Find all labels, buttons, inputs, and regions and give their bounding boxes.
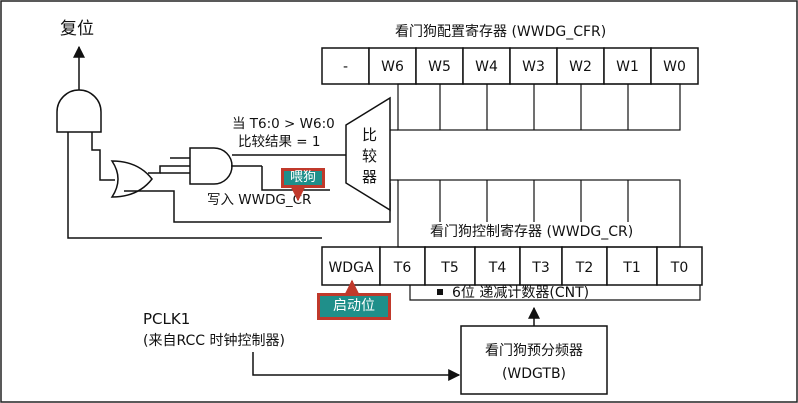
cr-bit-label: T3 <box>531 260 549 276</box>
cfr-bit-label: W6 <box>381 59 404 75</box>
cfr-bit-label: W2 <box>569 59 592 75</box>
cfr-register: - W6 W5 W4 W3 W2 W1 W0 <box>321 47 699 85</box>
prescaler-title: 看门狗预分频器 <box>485 343 583 359</box>
pclk-label: PCLK1 <box>143 310 190 328</box>
cr-bus-frame <box>397 179 681 248</box>
cr-bit-label: T6 <box>393 260 412 276</box>
cfr-bus-frame <box>397 83 681 131</box>
cfr-bit-cell <box>603 47 652 85</box>
cfr-bit-label: W5 <box>428 59 451 75</box>
cr-bit-cell <box>561 246 608 286</box>
cfr-bit-cell <box>650 47 699 85</box>
cfr-bit-cell <box>415 47 464 85</box>
cr-register: WDGA T6 T5 T4 T3 T2 T1 T0 <box>321 246 703 286</box>
cfr-bus <box>390 83 681 131</box>
cfr-bit-label: W4 <box>475 59 498 75</box>
cr-bit-label: T0 <box>670 260 688 276</box>
counter-bracket <box>409 285 701 301</box>
cfr-bit-label: W1 <box>616 59 639 75</box>
write-cr-label: 写入 WWDG_CR <box>207 192 311 208</box>
feed-dog-tag: 喂狗 <box>281 168 325 188</box>
reset-and-gate <box>56 89 102 133</box>
or-gate <box>110 160 153 198</box>
compare-and-gate <box>189 147 233 185</box>
or-to-and-line <box>91 132 115 181</box>
cr-bit-cell <box>606 246 658 286</box>
cfr-title: 看门狗配置寄存器 (WWDG_CFR) <box>395 23 606 40</box>
comparator-char-2: 较 <box>362 147 377 165</box>
cr-bit-cell <box>379 246 426 286</box>
cr-bus <box>390 179 681 248</box>
prescaler-sub: (WDGTB) <box>502 366 566 382</box>
cfr-bit-cell <box>321 47 370 85</box>
cfr-bit-label: W0 <box>663 59 686 75</box>
cr-bit-label: T1 <box>622 260 640 276</box>
cr-bit-label: WDGA <box>328 260 373 276</box>
reset-label: 复位 <box>60 19 94 39</box>
cfr-bit-label: - <box>343 59 348 75</box>
prescaler-box <box>460 325 608 395</box>
counter-label: 6位 递减计数器(CNT) <box>452 285 589 301</box>
cr-bit-label: T5 <box>440 260 458 276</box>
enable-bit-text: 启动位 <box>320 296 388 317</box>
pclk-source-label: (来自RCC 时钟控制器) <box>143 332 285 349</box>
cr-bit-label: T2 <box>575 260 593 276</box>
comparator-char-1: 比 <box>362 126 377 144</box>
cfr-bit-cell <box>509 47 558 85</box>
wdga-line <box>67 132 322 239</box>
comparator-char-3: 器 <box>362 168 377 186</box>
compare-condition: 当 T6:0 > W6:0 <box>232 116 335 132</box>
enable-bit-tag: 启动位 <box>317 293 391 320</box>
cfr-bit-label: W3 <box>522 59 545 75</box>
cr-title: 看门狗控制寄存器 (WWDG_CR) <box>430 223 633 240</box>
compare-result-text: 比较结果 = 1 <box>238 134 320 150</box>
feed-dog-text: 喂狗 <box>284 171 322 185</box>
cr-bit-label: T4 <box>488 260 507 276</box>
comparator <box>345 96 391 212</box>
pclk-arrow <box>252 352 461 381</box>
